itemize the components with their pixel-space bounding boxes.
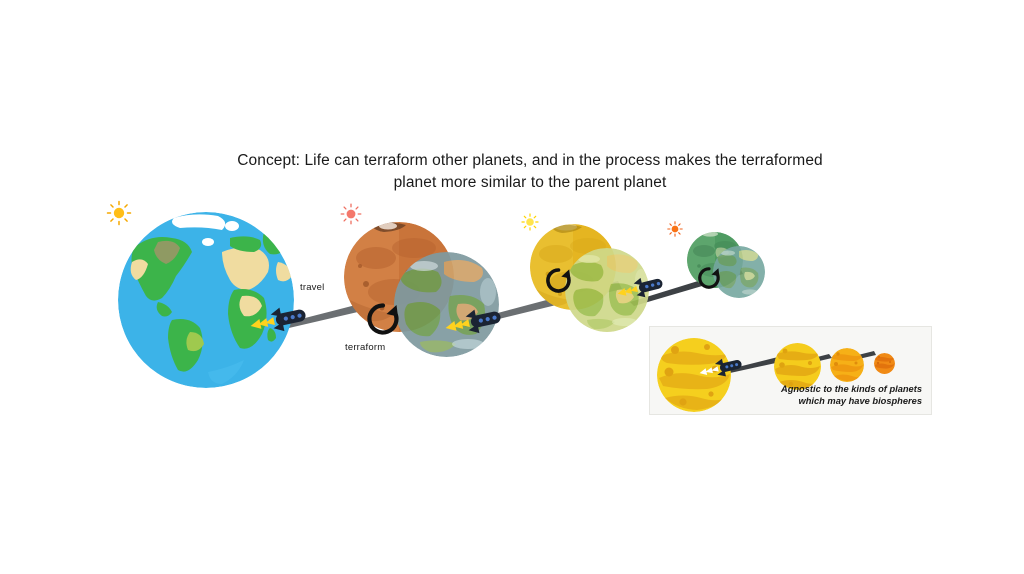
figure-title-line-1: Concept: Life can terraform other planet…: [237, 152, 823, 169]
terraformed-planet-4: [713, 246, 765, 298]
rocket-ship-3: [615, 275, 667, 301]
rocket-ship-1: [248, 305, 310, 335]
terraform-cycle-icon-2: [366, 302, 400, 336]
inset-gas-giant-4: [874, 353, 895, 374]
inset-gas-giant-3: [830, 348, 864, 382]
inset-gas-giant-1: [657, 338, 731, 412]
figure-title: Concept: Life can terraform other planet…: [185, 150, 875, 194]
earth-planet: [118, 212, 294, 388]
terraform-label: terraform: [345, 342, 386, 353]
terraform-cycle-icon-4: [697, 266, 721, 290]
inset-caption-line-1: Agnostic to the kinds of planets: [780, 384, 922, 394]
inset-panel: Agnostic to the kinds of planets which m…: [649, 326, 932, 415]
sun-icon-yellow: [106, 200, 132, 226]
sun-icon-red: [340, 203, 362, 225]
travel-label: travel: [300, 282, 325, 293]
sun-icon-bright-yellow: [521, 213, 539, 231]
terraform-cycle-icon-3: [545, 267, 572, 294]
rocket-ship-2: [443, 307, 505, 337]
rocket-ship-inset: [698, 356, 746, 380]
terraformed-planet-2: [394, 252, 499, 357]
figure-title-line-2: planet more similar to the parent planet: [393, 174, 667, 191]
inset-caption: Agnostic to the kinds of planets which m…: [781, 383, 922, 407]
sun-icon-orange: [667, 221, 683, 237]
inset-trajectory-1: [726, 354, 788, 374]
inset-gas-giant-2: [774, 343, 821, 390]
inset-caption-line-2: which may have biospheres: [798, 396, 923, 406]
